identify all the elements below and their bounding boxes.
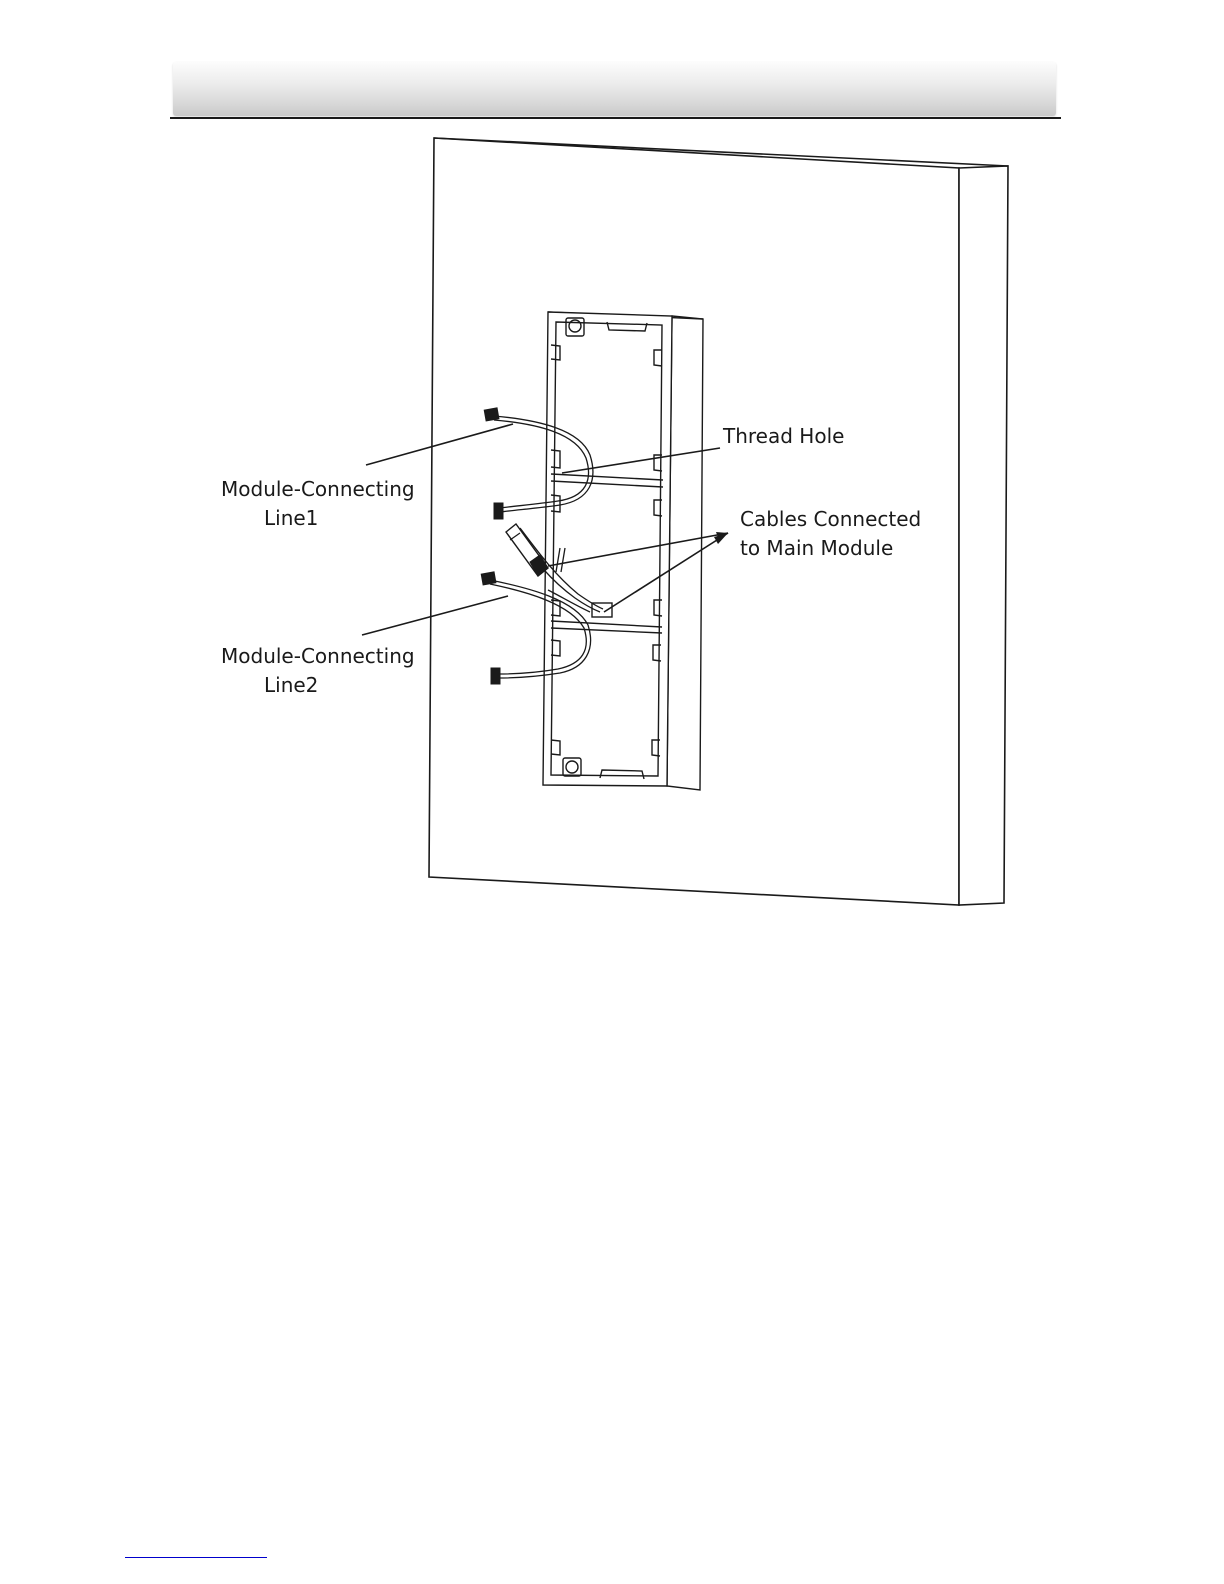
label-mcl1-line1: Module-Connecting bbox=[221, 477, 415, 501]
connector-line2-top bbox=[481, 572, 496, 585]
backbox bbox=[543, 312, 703, 790]
connector-line1-bottom bbox=[494, 503, 503, 519]
footer-link-underline bbox=[125, 1557, 267, 1558]
label-mcl2-line2: Line2 bbox=[264, 673, 318, 697]
label-cables-line1: Cables Connected bbox=[740, 507, 921, 531]
label-cables-line2: to Main Module bbox=[740, 536, 893, 560]
label-mcl2-line1: Module-Connecting bbox=[221, 644, 415, 668]
wall-side-face bbox=[959, 166, 1008, 905]
backbox-outer bbox=[543, 312, 672, 786]
connector-line2-bottom bbox=[491, 668, 500, 684]
connector-line1-top bbox=[484, 408, 499, 421]
label-thread-hole: Thread Hole bbox=[722, 424, 844, 448]
label-mcl1-line2: Line1 bbox=[264, 506, 318, 530]
